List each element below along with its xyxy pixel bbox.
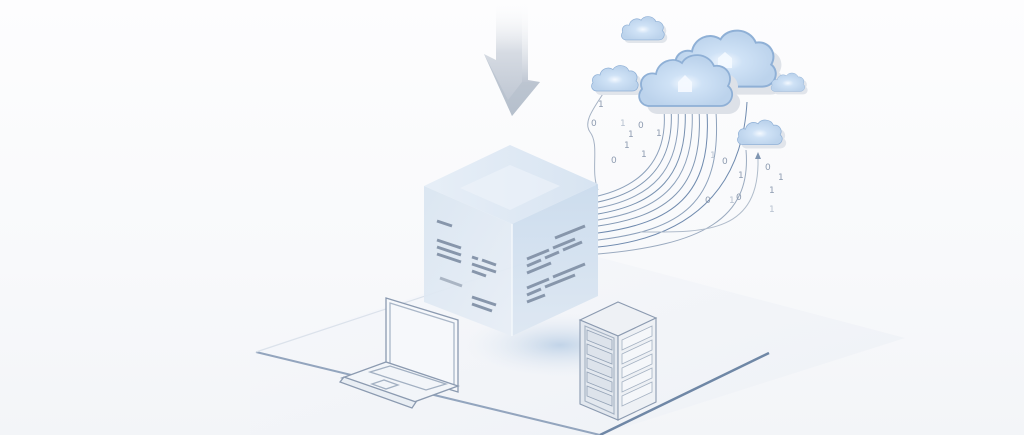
binary-digit: 0 [765,163,771,173]
binary-digit: 1 [620,119,626,129]
cloud-cluster [591,16,808,149]
cloud-icon [638,54,741,114]
binary-digit: 1 [710,151,716,161]
binary-digit: 1 [641,150,647,160]
binary-digit: 1 [656,129,662,139]
binary-digit: 0 [722,157,728,167]
binary-digit: 0 [591,119,597,129]
cloud-icon [621,16,668,43]
server-rack-icon [578,301,658,421]
down-arrow-icon [484,0,540,116]
binary-digit: 1 [778,173,784,183]
laptop-icon [338,297,460,409]
binary-digit: 1 [769,186,775,196]
cube-text-lines-right [526,224,586,304]
binary-digit: 1 [624,141,630,151]
cloud-icon [591,65,643,95]
data-cube [424,145,598,336]
binary-digit: 0 [736,193,742,203]
data-flow-lines [587,81,759,255]
binary-digit: 1 [738,171,744,181]
binary-digit: 1 [769,205,775,215]
binary-digit: 0 [611,156,617,166]
binary-digit: 1 [598,100,604,110]
binary-digit: 1 [729,196,735,206]
binary-digit: 0 [705,196,711,206]
binary-digit: 0 [638,121,644,131]
cube-text-lines-left [436,219,497,313]
binary-digit: 1 [628,130,634,140]
cloud-icon [672,29,784,95]
